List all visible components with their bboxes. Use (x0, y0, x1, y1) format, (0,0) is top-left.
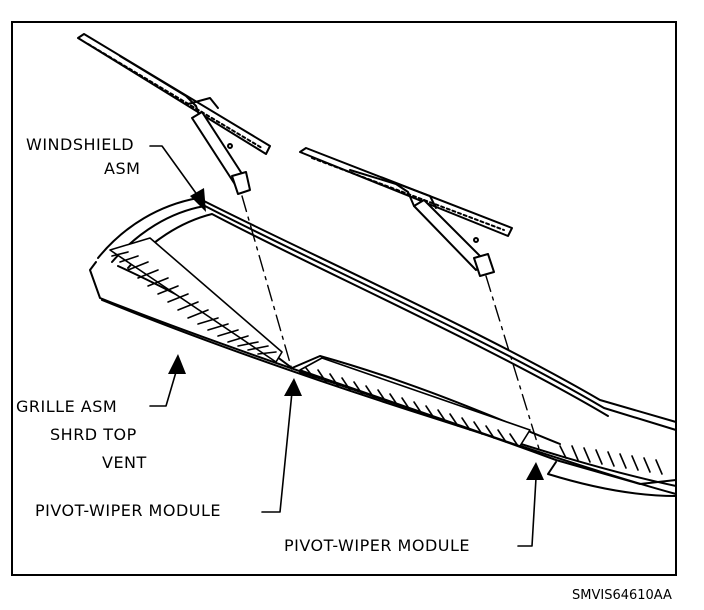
grille-center (299, 357, 531, 447)
grille-label-line3: VENT (102, 453, 147, 472)
grille-label-line2: SHRD TOP (50, 425, 137, 444)
grille-left (109, 237, 283, 363)
windshield-label-line1: WINDSHIELD (26, 135, 135, 154)
wiper-blade-right (299, 147, 513, 237)
wiper-arm-right (413, 199, 495, 277)
windshield-glass (97, 197, 677, 431)
figure-code: SMVIS64610AA (572, 588, 672, 603)
assembly-lines (241, 195, 541, 453)
wiper-arm-left (191, 111, 251, 195)
arrow-pivot-left (284, 378, 302, 396)
grille-label-line1: GRILLE ASM (16, 397, 118, 416)
leader-lines (149, 145, 537, 547)
grille-right (559, 445, 663, 475)
pivot-right-label: PIVOT-WIPER MODULE (284, 536, 471, 555)
arrow-windshield (190, 188, 206, 212)
diagram-frame (11, 21, 677, 576)
arrow-pivot-right (526, 462, 544, 480)
pivot-left-label: PIVOT-WIPER MODULE (35, 501, 222, 520)
windshield-label-line2: ASM (104, 159, 141, 178)
arrow-grille (168, 354, 186, 374)
